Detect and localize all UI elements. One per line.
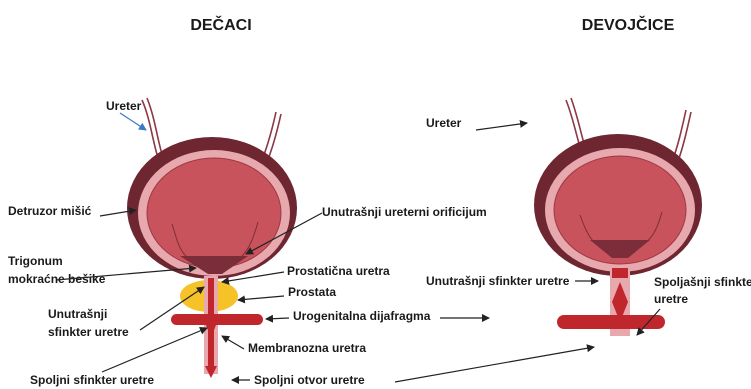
label-girls-ureter: Ureter xyxy=(426,116,462,130)
label-boys-ureter: Ureter xyxy=(106,99,142,113)
girls-bladder xyxy=(534,98,702,276)
heading-boys: DEČACI xyxy=(190,15,251,34)
boys-urogenital-diaphragm xyxy=(171,314,263,325)
label-girls-external-sphincter-2: uretre xyxy=(654,292,688,306)
label-urogenital-diaphragm: Urogenitalna dijafragma xyxy=(293,309,431,323)
label-detrusor: Detruzor mišić xyxy=(8,204,92,218)
label-trigone-1: Trigonum xyxy=(8,254,63,268)
boys-bladder xyxy=(127,98,297,279)
girls-internal-sphincter xyxy=(612,268,628,278)
heading-girls: DEVOJČICE xyxy=(582,15,675,34)
label-girls-external-sphincter-1: Spoljašnji sfinkter xyxy=(654,275,751,289)
label-trigone-2: mokraćne bešike xyxy=(8,272,106,286)
label-external-sphincter: Spoljni sfinkter uretre xyxy=(30,373,154,387)
label-internal-sphincter-1: Unutrašnji xyxy=(48,307,107,321)
label-prostate: Prostata xyxy=(288,285,336,299)
label-internal-sphincter-2: sfinkter uretre xyxy=(48,325,129,339)
label-membranous-urethra: Membranozna uretra xyxy=(248,341,366,355)
label-ureteral-orifice: Unutrašnji ureterni orificijum xyxy=(322,205,487,219)
label-prostatic-urethra: Prostatična uretra xyxy=(287,264,390,278)
label-girls-internal-sphincter: Unutrašnji sfinkter uretre xyxy=(426,274,570,288)
label-external-orifice: Spoljni otvor uretre xyxy=(254,373,365,387)
